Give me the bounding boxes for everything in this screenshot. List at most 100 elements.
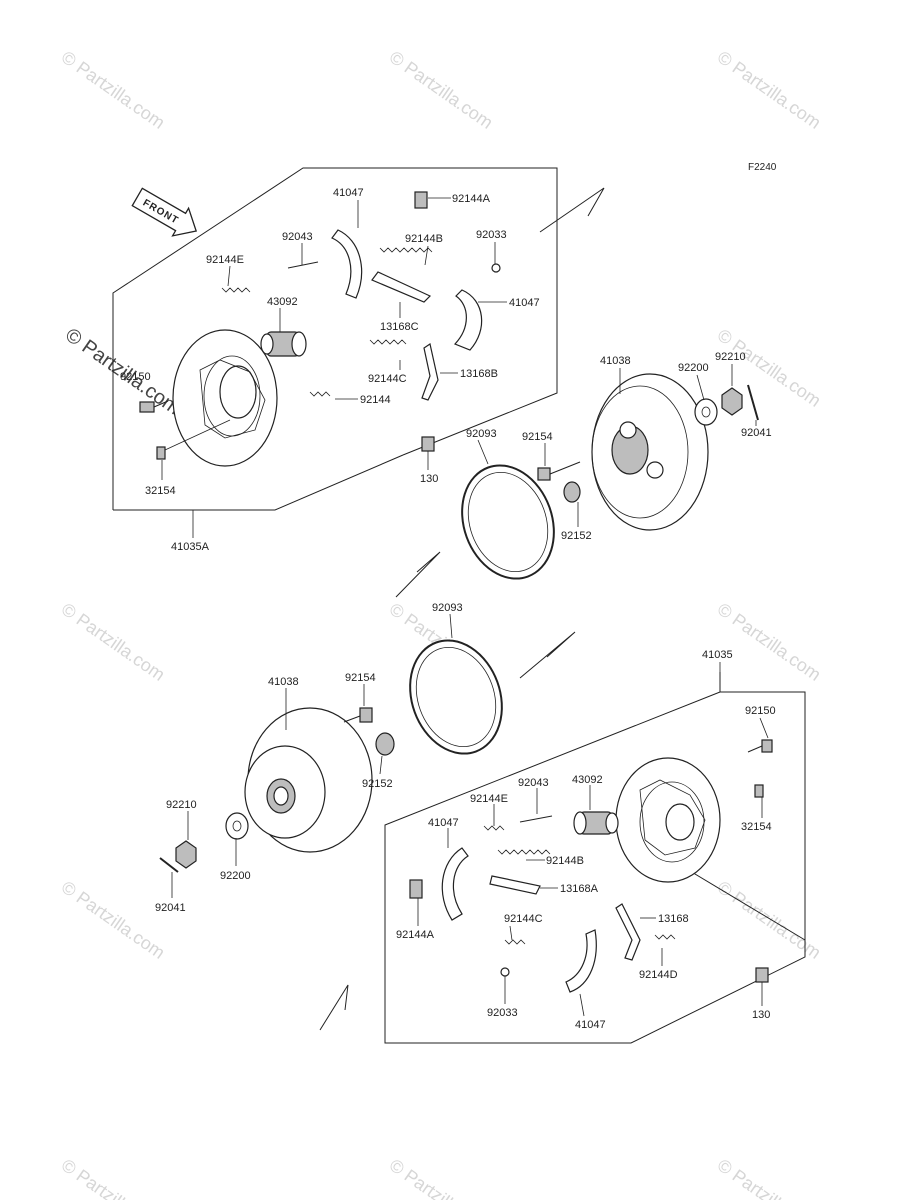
label-washer: 92200 [678,362,709,374]
label-clip: 92033 [487,1007,518,1019]
label-bolt: 92154 [345,672,376,684]
brake-shoe-right [453,289,483,351]
label-shoe: 41047 [428,817,459,829]
brake-shoe-top [331,229,363,299]
brake-shoe-bottom [565,929,597,993]
spring-clip-a [409,879,423,899]
spring [309,391,331,397]
spring-d [654,934,676,940]
label-lever-c: 13168C [380,321,419,333]
washer [225,812,249,840]
label-washer-seal: 92152 [561,530,592,542]
watermark: © Partzilla.com [386,1155,497,1200]
label-cotter: 92041 [155,902,186,914]
label-bleeder: 32154 [741,821,772,833]
drum-bolt [343,707,373,723]
brake-shoe-top [441,847,469,921]
brake-panel [615,757,721,883]
washer-seal [375,732,395,756]
watermark: © Partzilla.com [714,47,825,133]
lever-a [489,875,541,895]
cotter-pin [747,384,759,421]
label-bolt-130: 130 [752,1009,770,1021]
label-seal: 92093 [466,428,497,440]
label-lever-a: 13168A [560,883,599,895]
diagram-code: F2240 [748,162,777,173]
label-spring-d: 92144D [639,969,678,981]
label-spring-a: 92144A [396,929,435,941]
watermark: © Partzilla.com [58,877,169,963]
label-spring: 92144 [360,394,391,406]
label-lever: 13168 [658,913,689,925]
label-bolt: 92154 [522,431,553,443]
label-shoe: 41047 [509,297,540,309]
label-cylinder: 43092 [267,296,298,308]
bolt-130 [755,967,769,983]
wheel-cylinder [260,331,307,357]
label-cotter: 92041 [741,427,772,439]
clip [500,967,510,977]
washer [694,398,718,426]
bolt-130 [421,436,435,452]
watermark: © Partzilla.com [714,877,825,963]
label-spring-a: 92144A [452,193,491,205]
lever-b [421,343,439,401]
label-panel: 41035 [702,649,733,661]
upper-assembly: 41047 92144A 92043 92144B 92033 92144E 4… [112,167,772,598]
label-pin: 92043 [518,777,549,789]
spring-b [497,849,551,855]
spring-clip-a [414,191,428,209]
lower-assembly: 92093 41038 92154 92152 92210 92200 9204… [155,602,806,1044]
label-spring-c: 92144C [368,373,407,385]
label-seal: 92093 [432,602,463,614]
spring-c [369,339,407,345]
lever [615,903,641,961]
label-clip: 92033 [476,229,507,241]
spring-c [504,939,526,945]
label-bolt: 92150 [120,371,151,383]
bleeder [156,446,166,460]
label-panel: 41035A [171,541,210,553]
label-cylinder: 43092 [572,774,603,786]
nut [721,387,743,416]
label-lever-b: 13168B [460,368,498,380]
watermark: © Partzilla.com [386,47,497,133]
label-nut: 92210 [715,351,746,363]
watermark: © Partzilla.com [58,47,169,133]
label-spring-e: 92144E [206,254,244,266]
front-arrow: FRONT [131,187,198,237]
label-washer-seal: 92152 [362,778,393,790]
clip [491,263,501,273]
wheel-cylinder [573,811,619,835]
brake-drum [244,707,373,853]
label-drum: 41038 [600,355,631,367]
seal-ring [461,464,555,580]
spring-e [483,825,505,831]
watermark: © Partzilla.com [714,1155,825,1200]
brake-drum [591,373,709,531]
lever-c [371,271,432,303]
brake-panel [172,329,278,467]
watermark: © Partzilla.com [58,599,169,685]
label-nut: 92210 [166,799,197,811]
panel-bolt [747,739,773,753]
label-washer: 92200 [220,870,251,882]
label-spring-b: 92144B [405,233,443,245]
washer-seal [563,481,581,503]
label-bleeder: 32154 [145,485,176,497]
drum-bolt [537,461,581,481]
label-shoe: 41047 [575,1019,606,1031]
bleeder [754,784,764,798]
pin [519,815,553,823]
label-drum: 41038 [268,676,299,688]
nut [175,840,197,869]
panel-bolt [139,400,169,413]
pin [287,261,319,269]
label-spring-c: 92144C [504,913,543,925]
spring-b [379,247,433,253]
label-spring-e: 92144E [470,793,508,805]
spring-e [221,287,251,293]
label-shoe: 41047 [333,187,364,199]
